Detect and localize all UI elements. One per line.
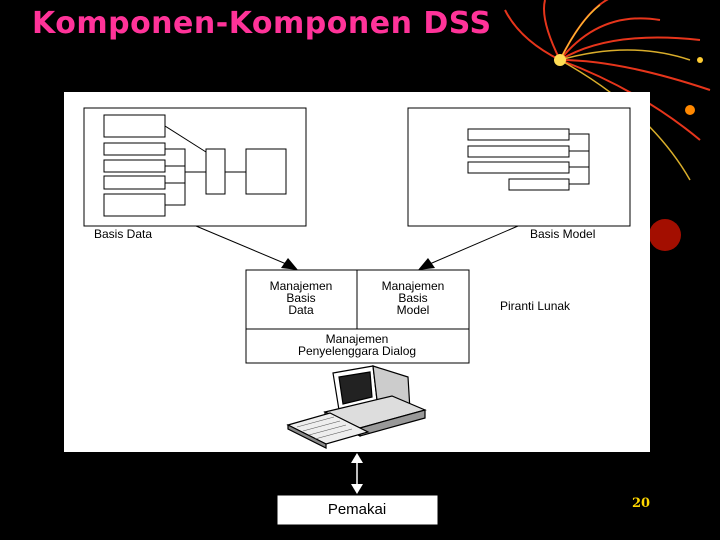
computer-icon [286,365,427,449]
mgmt-dialog-line1: Manajemen [326,332,389,346]
mgmt-data-line2: Basis [286,291,315,305]
basis-model-label: Basis Model [530,227,595,241]
lingkungan-label: Lingkungan [462,452,540,469]
basis-data-label: Basis Data [94,227,152,241]
mgmt-model-line2: Basis [398,291,427,305]
pemakai-label: Pemakai [328,501,386,518]
piranti-lunak-label: Piranti Lunak [500,299,571,313]
mgmt-model-line3: Model [397,303,430,317]
tugas-label: Tugas [145,452,186,469]
slide-number: 20 [632,496,651,511]
pemakai-box [276,494,439,526]
mgmt-dialog-line2: Penyelenggara Dialog [298,344,416,358]
slide-title: Komponen-Komponen DSS [32,6,492,41]
connector-arrows [195,225,519,270]
basis-model-box: Basis Model [407,107,631,241]
mgmt-data-line1: Manajemen [270,279,333,293]
fireworks-decoration [504,0,711,251]
mgmt-data-line3: Data [288,303,314,317]
basis-data-box: Basis Data [83,107,307,241]
management-block: Manajemen Basis Data Manajemen Basis Mod… [245,269,470,364]
bidirectional-arrow [351,453,363,494]
mgmt-model-line1: Manajemen [382,279,445,293]
